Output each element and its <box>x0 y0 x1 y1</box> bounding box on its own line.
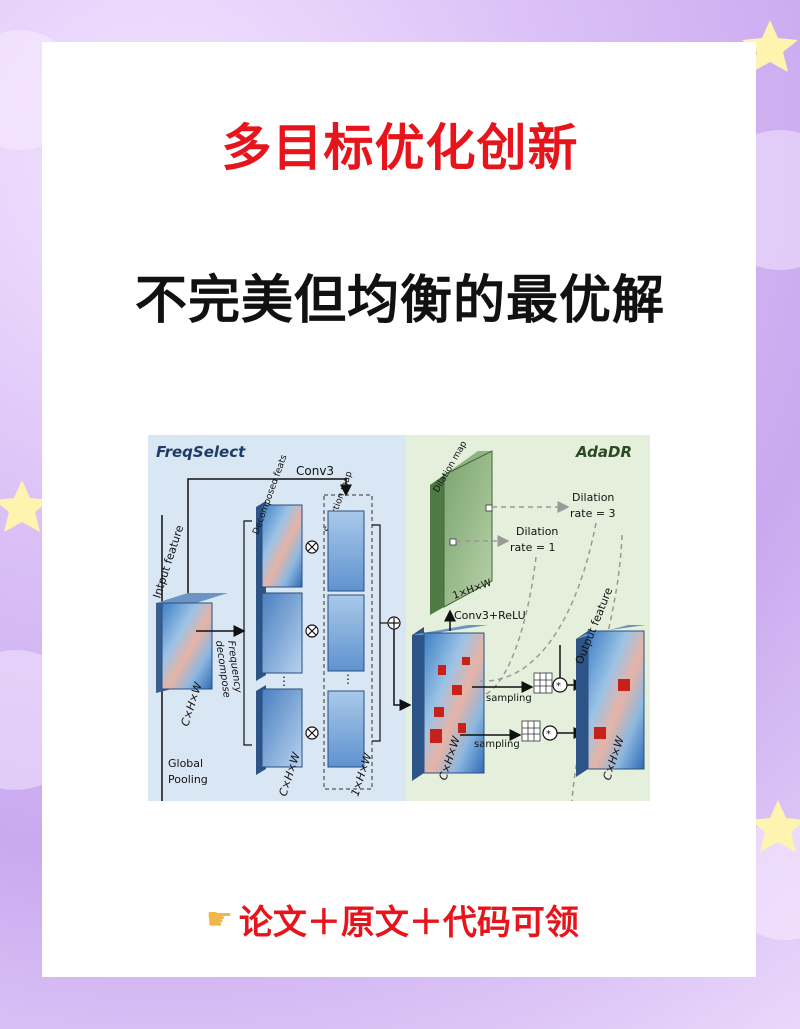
dots-selection: ⋮ <box>342 672 354 686</box>
footer-cta: ☛ 论文＋原文＋代码可领 <box>206 895 579 944</box>
sampling-label-1: sampling <box>486 693 532 704</box>
input-feature-block <box>156 593 228 693</box>
star-icon <box>750 800 800 852</box>
global-pooling-label-2: Pooling <box>168 773 208 786</box>
footer-text: 论文＋原文＋代码可领 <box>238 903 579 943</box>
selection-map-3 <box>327 690 365 768</box>
dilation1-label-2: rate = 1 <box>510 541 556 554</box>
decomposed-feat-2 <box>256 589 303 681</box>
selection-map-2 <box>327 594 365 672</box>
dilation1-label-1: Dilation <box>516 525 558 538</box>
conv3-path <box>187 478 352 615</box>
dilation3-label-2: rate = 3 <box>570 507 616 520</box>
freqselect-title: FreqSelect <box>156 443 246 461</box>
decomposed-feat-3 <box>256 685 303 775</box>
decomposed-feat-1 <box>256 501 303 597</box>
dilation3-label-1: Dilation <box>572 491 614 504</box>
svg-text:*: * <box>546 729 551 740</box>
adadr-feature-block <box>412 625 488 781</box>
pointing-hand-icon: ☛ <box>206 902 233 937</box>
dots-decomposed: ⋮ <box>278 674 290 688</box>
kernel-grid-icon <box>521 672 553 742</box>
adadr-title: AdaDR <box>575 443 632 461</box>
conv3-relu-label: Conv3+ReLU <box>454 609 526 622</box>
global-pooling-label-1: Global <box>168 757 203 770</box>
multiply-icon <box>305 540 319 740</box>
architecture-diagram: FreqSelect AdaDR Conv3 Global Pooling In… <box>148 435 650 801</box>
subtitle: 不完美但均衡的最优解 <box>134 271 665 331</box>
sampling-label-2: sampling <box>474 739 520 750</box>
selection-map-1 <box>327 510 365 592</box>
conv3-label: Conv3 <box>296 464 334 478</box>
main-title: 多目标优化创新 <box>221 119 579 177</box>
svg-text:*: * <box>556 681 561 692</box>
sum-icon <box>387 616 401 630</box>
selection-map-box <box>323 494 373 790</box>
dilation-map-block <box>430 450 493 615</box>
output-feature-block <box>576 625 646 777</box>
